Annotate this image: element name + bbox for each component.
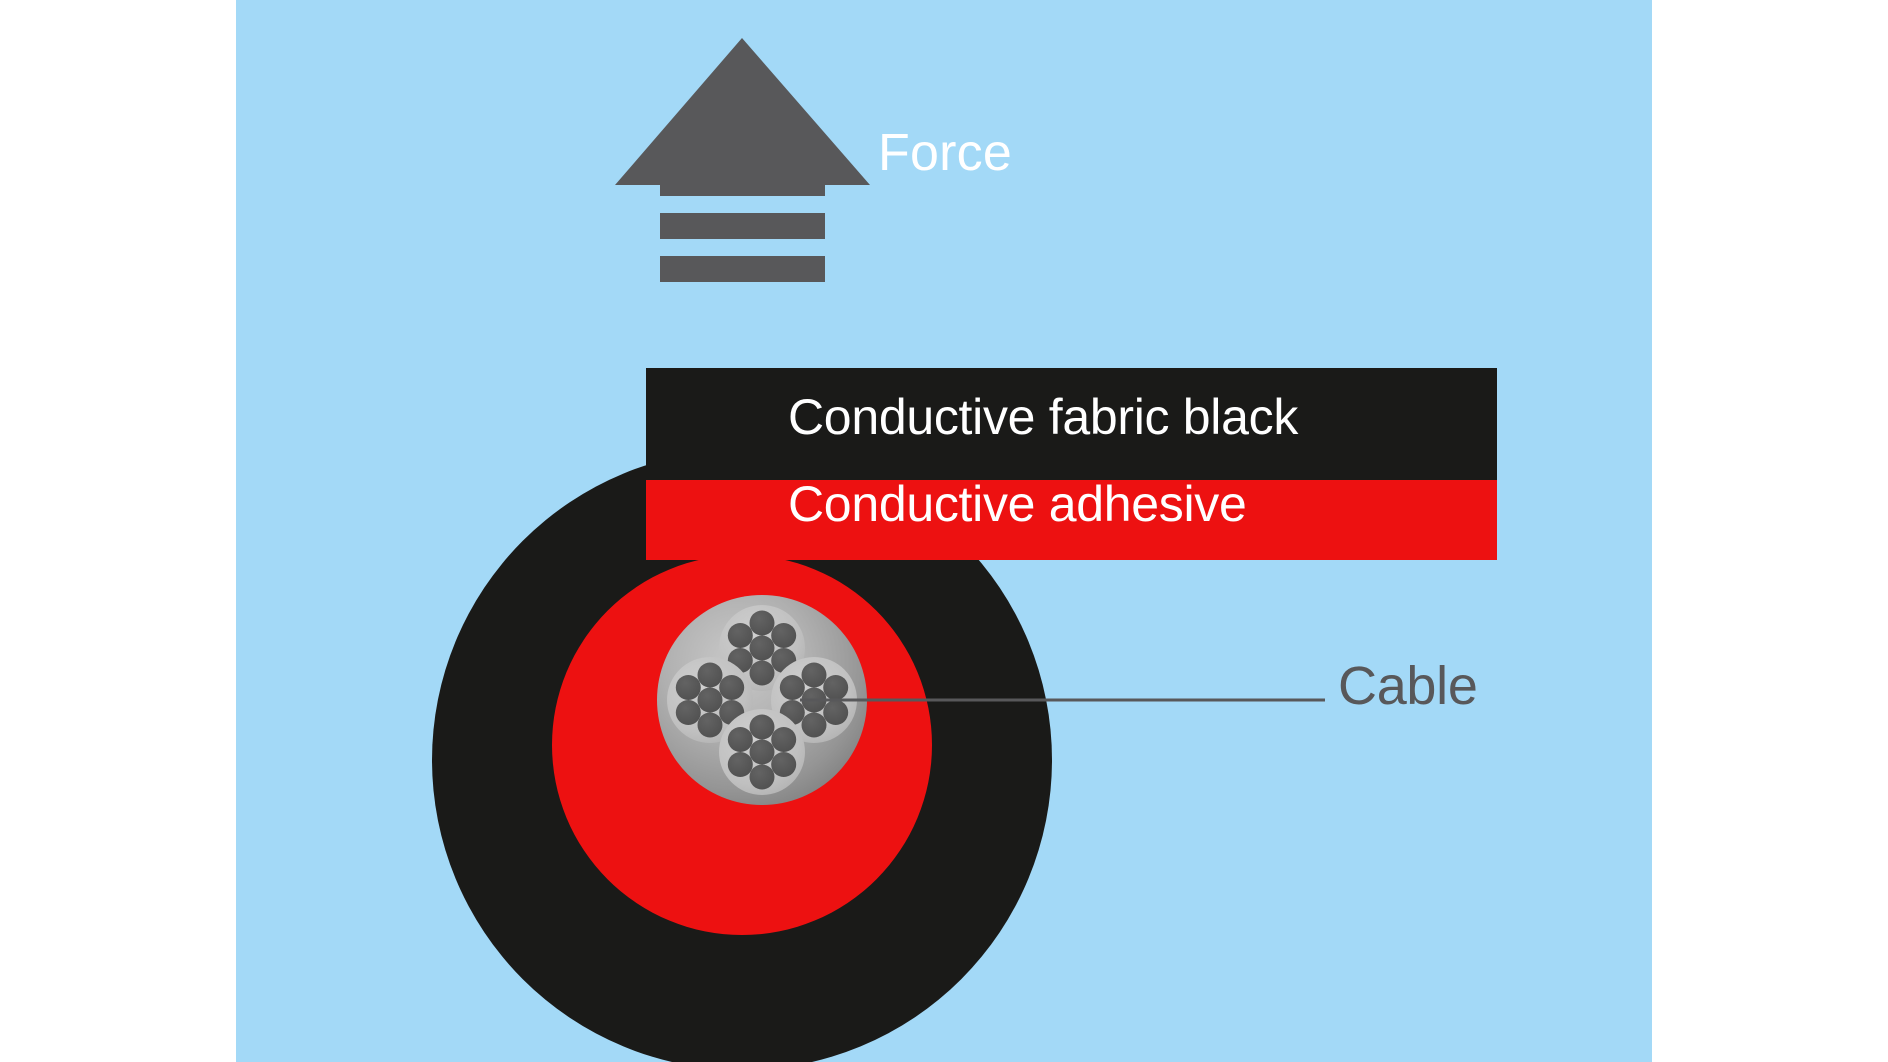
strand	[823, 675, 849, 700]
strand	[771, 752, 797, 777]
cable-label: Cable	[1338, 656, 1478, 716]
force-arrow	[615, 38, 870, 282]
strand	[727, 623, 753, 648]
adhesive-label-band-overlay	[646, 480, 1497, 560]
strand	[697, 687, 723, 713]
strand	[675, 675, 701, 700]
strand	[823, 700, 849, 725]
strand	[675, 700, 701, 725]
strand	[771, 623, 797, 648]
force-arrow-label-text: Force	[878, 124, 1012, 182]
arrow-dash-1	[660, 213, 825, 239]
strand	[749, 714, 775, 740]
cable-cross-section	[657, 595, 1325, 805]
arrow-up-icon	[615, 38, 870, 196]
arrow-dash-2	[660, 256, 825, 282]
strand	[801, 662, 827, 688]
strand	[719, 675, 745, 700]
strand	[801, 712, 827, 738]
strand	[749, 610, 775, 636]
wire-bundle-bottom	[719, 709, 805, 795]
strand	[749, 764, 775, 790]
strand	[749, 739, 775, 765]
strand	[697, 662, 723, 688]
conductive-adhesive-label: Conductive adhesive	[788, 476, 1247, 532]
fabric-label-band-overlay	[646, 368, 1497, 480]
strand	[771, 727, 797, 752]
strand	[727, 752, 753, 777]
force-arrow-label: Force	[0, 123, 1888, 183]
strand	[749, 660, 775, 686]
strand	[779, 675, 805, 700]
strand	[697, 712, 723, 738]
cable-sheath	[657, 595, 867, 805]
wire-bundle-top	[719, 605, 805, 691]
strand	[727, 727, 753, 752]
strand	[749, 635, 775, 661]
conductive-fabric-label: Conductive fabric black	[788, 389, 1299, 445]
